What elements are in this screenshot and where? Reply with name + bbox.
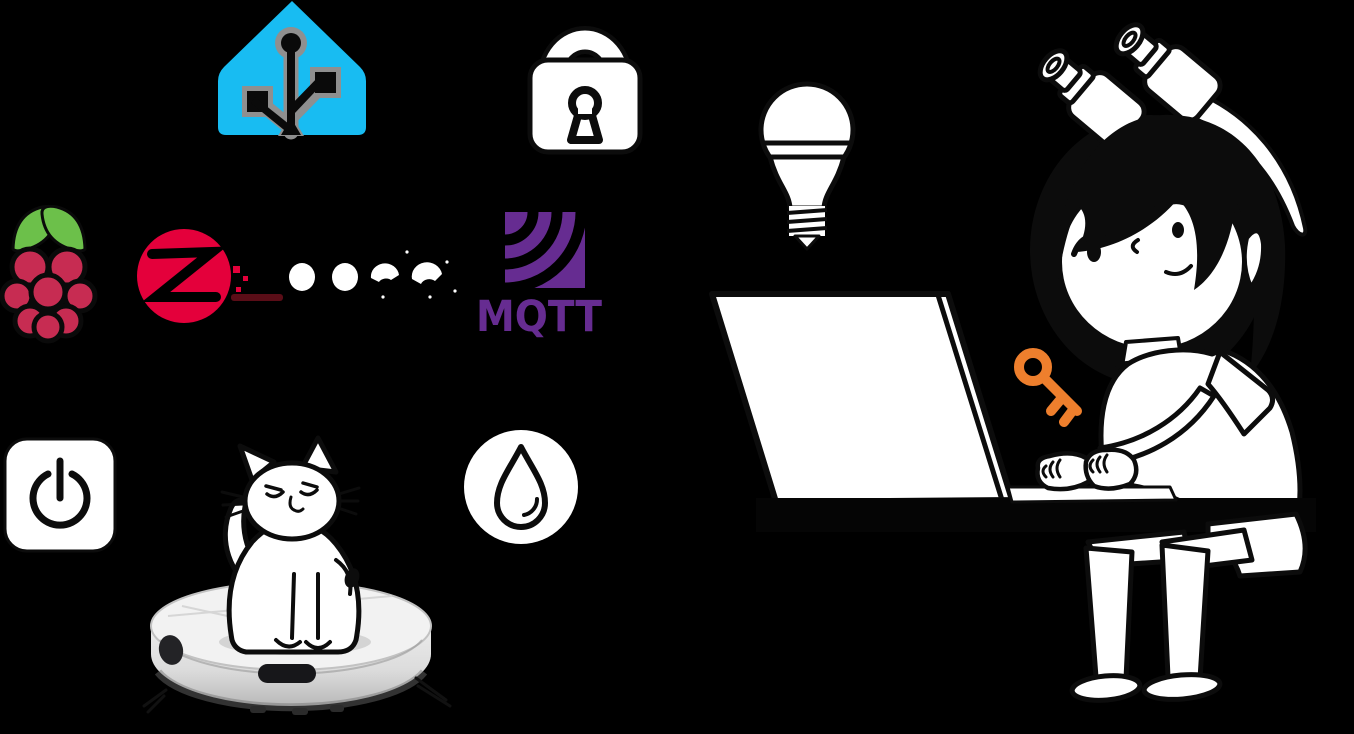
vacuum-side-brushes bbox=[142, 676, 452, 714]
binoculars-icon bbox=[1037, 22, 1223, 150]
legs bbox=[1069, 511, 1308, 703]
zigbee-wordmark bbox=[289, 250, 457, 299]
water-drop-icon bbox=[464, 430, 578, 544]
access-key-icon bbox=[1014, 348, 1082, 427]
vacuum-front-sensor bbox=[258, 664, 316, 683]
ha-circuit-tree bbox=[247, 33, 336, 135]
cat-head bbox=[242, 460, 342, 542]
laptop-keyboard-deck bbox=[1006, 485, 1178, 504]
power-symbol bbox=[29, 470, 91, 529]
sleeve bbox=[1205, 349, 1276, 437]
zwave-z bbox=[141, 246, 227, 302]
vacuum-side-sensor bbox=[158, 635, 184, 665]
home-assistant-logo bbox=[218, 1, 366, 140]
power-button-icon bbox=[3, 437, 117, 553]
back-shin bbox=[1083, 545, 1135, 682]
arm bbox=[1097, 385, 1217, 467]
person-at-laptop bbox=[756, 22, 1316, 703]
laptop bbox=[709, 291, 1015, 505]
mqtt-signal-arcs bbox=[504, 211, 587, 294]
left-eyebrow bbox=[1071, 233, 1106, 257]
left-eye bbox=[1087, 242, 1101, 262]
mqtt-logo: MQTT bbox=[476, 211, 603, 342]
zwave-wordmark-bar bbox=[231, 294, 283, 301]
mqtt-wordmark: MQTT bbox=[476, 292, 603, 342]
light-bulb-icon bbox=[758, 81, 856, 251]
right-eyebrow bbox=[1154, 198, 1193, 211]
hair-front bbox=[1055, 114, 1286, 375]
ear bbox=[1242, 229, 1266, 289]
laptop-lid-edge bbox=[935, 294, 1005, 501]
raspberry-pi-logo bbox=[0, 204, 98, 344]
front-shin bbox=[1159, 542, 1211, 682]
hands bbox=[1035, 447, 1139, 492]
back-foot bbox=[1069, 673, 1143, 703]
cat bbox=[219, 435, 371, 655]
cat-face bbox=[220, 481, 361, 519]
rpi-leaves bbox=[11, 204, 87, 253]
laptop-screen-lid bbox=[709, 291, 1015, 505]
nose bbox=[1130, 238, 1140, 254]
vacuum-feet bbox=[250, 705, 344, 715]
right-eye bbox=[1172, 222, 1184, 238]
rpi-berry bbox=[0, 246, 98, 344]
robot-vacuum-with-cat bbox=[142, 435, 452, 715]
mouth bbox=[1164, 264, 1193, 276]
front-foot bbox=[1141, 672, 1223, 702]
z-wave-logo bbox=[137, 229, 283, 323]
padlock-icon bbox=[527, 26, 643, 155]
cat-front-paws bbox=[274, 572, 332, 650]
face-features bbox=[1071, 198, 1193, 276]
